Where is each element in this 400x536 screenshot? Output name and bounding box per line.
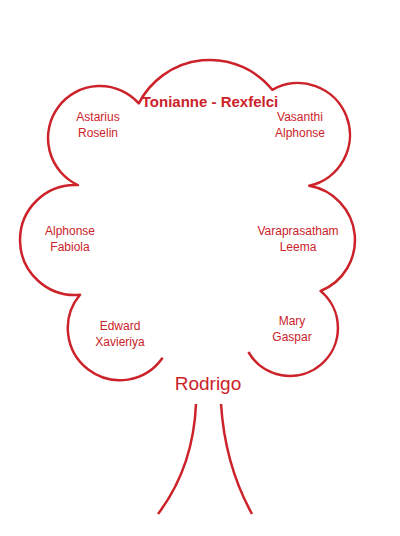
family-name: Mary Gaspar <box>272 314 311 345</box>
family-name: Edward Xavieriya <box>95 319 144 350</box>
canopy-outline-path <box>20 60 355 380</box>
family-name: Varaprasatham Leema <box>257 224 338 255</box>
family-name: Astarius Roselin <box>76 110 119 141</box>
family-name: Alphonse Fabiola <box>45 224 95 255</box>
couple-heading: Tonianne - Rexfelci <box>142 92 278 112</box>
family-name: Vasanthi Alphonse <box>275 110 325 141</box>
trunk-line <box>221 404 252 514</box>
root-name: Rodrigo <box>175 372 242 397</box>
trunk-line <box>158 404 196 514</box>
